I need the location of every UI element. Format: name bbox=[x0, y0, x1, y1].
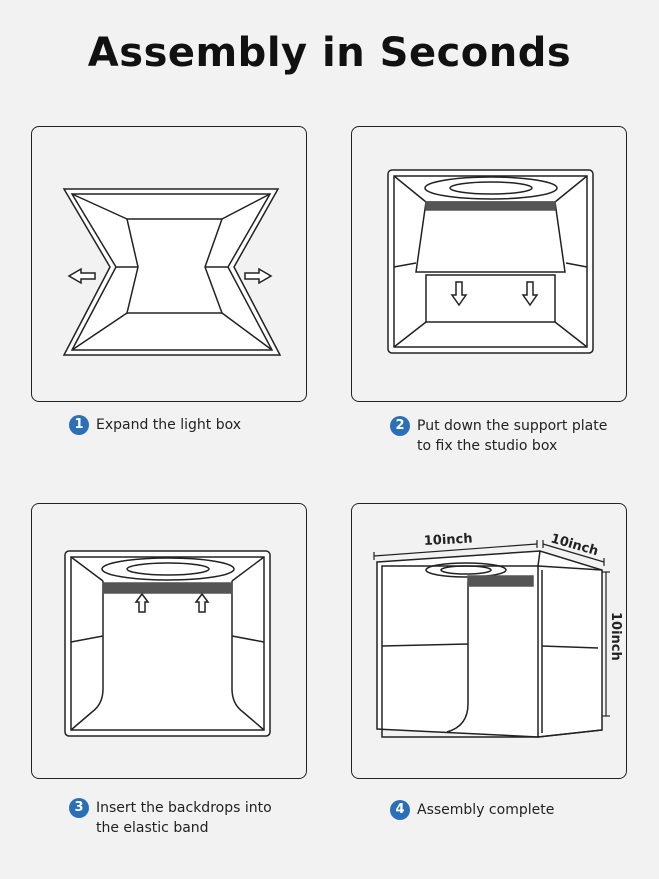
box-front-drawing bbox=[64, 550, 271, 737]
step-number-badge: 4 bbox=[390, 800, 410, 820]
depth-dimension-label: 10inch bbox=[549, 531, 600, 559]
width-dimension-label: 10inch bbox=[423, 531, 472, 549]
step-1-illustration bbox=[31, 126, 307, 402]
arrow-right-icon bbox=[244, 267, 273, 285]
step-number-badge: 2 bbox=[390, 416, 410, 436]
step-3-illustration bbox=[31, 503, 307, 779]
height-dimension-label: 10inch bbox=[608, 612, 623, 661]
step-1-caption: 1 Expand the light box bbox=[69, 415, 241, 435]
step-4-illustration: 10inch 10inch 10inch bbox=[351, 503, 627, 779]
step-2-illustration bbox=[351, 126, 627, 402]
arrow-down-icon bbox=[521, 281, 539, 307]
folded-box-drawing bbox=[62, 188, 282, 356]
elastic-band bbox=[102, 582, 233, 594]
step-2-caption: 2 Put down the support plate to fix the … bbox=[390, 416, 607, 456]
assembled-box-drawing bbox=[376, 550, 603, 738]
step-4-caption: 4 Assembly complete bbox=[390, 800, 554, 820]
light-ring-drawing bbox=[424, 176, 558, 200]
step-text: Expand the light box bbox=[96, 417, 242, 433]
arrow-up-icon bbox=[134, 592, 150, 613]
arrow-left-icon bbox=[67, 267, 96, 285]
arrow-up-icon bbox=[194, 592, 210, 613]
step-text: Put down the support plate to fix the st… bbox=[417, 418, 608, 454]
arrow-down-icon bbox=[450, 281, 468, 307]
support-plate-drawing bbox=[415, 201, 566, 273]
light-ring-drawing bbox=[101, 557, 235, 581]
step-number-badge: 1 bbox=[69, 415, 89, 435]
page-title: Assembly in Seconds bbox=[87, 30, 572, 76]
step-text: Assembly complete bbox=[417, 802, 555, 818]
backdrop-drawing bbox=[70, 581, 265, 731]
dimension-lines bbox=[373, 540, 610, 717]
step-number-badge: 3 bbox=[69, 798, 89, 818]
step-3-caption: 3 Insert the backdrops into the elastic … bbox=[69, 798, 272, 838]
step-text: Insert the backdrops into the elastic ba… bbox=[96, 800, 272, 836]
